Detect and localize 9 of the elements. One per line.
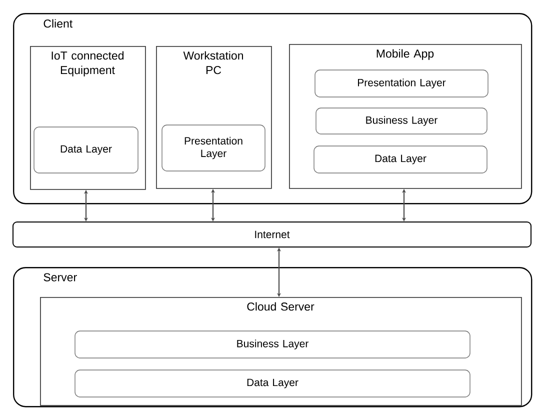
layer-box: Business Layer — [316, 108, 488, 134]
layer-box: Presentation Layer — [162, 124, 266, 172]
layer-box: Data Layer — [34, 126, 138, 174]
layer-box: Business Layer — [74, 330, 470, 358]
arrow — [276, 248, 282, 297]
network-bar: Internet — [12, 222, 532, 248]
layer-box: Data Layer — [74, 370, 470, 398]
layer-box: Presentation Layer — [314, 70, 488, 98]
layer-box: Data Layer — [314, 146, 488, 174]
